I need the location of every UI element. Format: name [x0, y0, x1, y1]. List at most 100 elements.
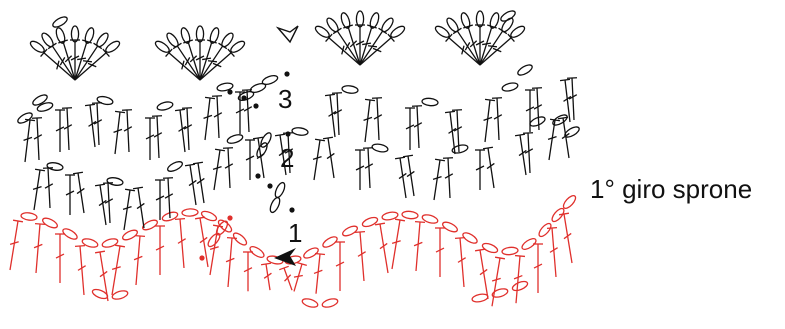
double-crochet-stitch: [174, 108, 187, 153]
chain-oval: [491, 288, 509, 298]
double-crochet-stitch: [58, 39, 76, 81]
double-crochet-stitch: [32, 168, 46, 211]
end-marker: [275, 25, 299, 44]
double-crochet-stitch: [40, 48, 76, 81]
chain-oval: [96, 32, 109, 48]
chain-oval: [564, 126, 580, 138]
double-crochet-stitch: [432, 158, 446, 201]
chain-oval: [274, 181, 286, 199]
slip-stitch-dot: [289, 207, 295, 213]
double-crochet-stitch: [313, 252, 326, 294]
chain-oval: [209, 27, 220, 44]
double-crochet-stitch: [61, 107, 73, 151]
chain-oval: [381, 211, 399, 221]
chain-oval: [111, 290, 129, 300]
double-crochet-stitch: [94, 250, 109, 302]
double-crochet-stitch: [312, 138, 326, 181]
double-crochet-stitch: [174, 217, 186, 269]
double-crochet-stitch: [84, 103, 97, 148]
double-crochet-stitch: [363, 98, 376, 143]
chain-oval: [101, 238, 119, 248]
chain-oval: [161, 211, 179, 222]
double-crochet-stitch: [359, 24, 377, 66]
chain-oval: [401, 210, 419, 220]
double-crochet-stitch: [162, 177, 174, 219]
double-crochet-stitch: [558, 212, 573, 264]
chain-oval: [167, 161, 183, 172]
double-crochet-stitch: [145, 117, 155, 160]
double-crochet-stitch: [355, 149, 365, 190]
chain-oval: [29, 40, 45, 53]
chain-oval: [529, 116, 546, 127]
double-crochet-stitch: [31, 117, 43, 161]
slip-stitch-dot: [284, 71, 290, 77]
chain-oval: [321, 298, 339, 308]
double-crochet-stitch: [324, 93, 337, 138]
chain-oval: [237, 90, 255, 102]
double-crochet-stitch: [47, 42, 76, 81]
double-crochet-stitch: [332, 27, 361, 66]
chain-oval: [91, 288, 109, 300]
double-crochet-stitch: [222, 147, 234, 189]
double-crochet-stitch: [183, 39, 201, 81]
double-crochet-stitch: [394, 156, 407, 199]
chain-oval: [142, 219, 158, 231]
double-crochet-stitch: [374, 222, 389, 274]
chain-oval: [106, 177, 124, 186]
double-crochet-stitch: [225, 236, 238, 288]
chain-oval: [369, 12, 380, 29]
chain-oval: [156, 101, 174, 111]
chain-oval: [261, 74, 279, 86]
chain-oval: [154, 40, 170, 53]
double-crochet-stitch: [566, 77, 578, 121]
double-crochet-stitch: [491, 256, 506, 307]
chain-oval: [326, 17, 339, 33]
chain-oval: [538, 222, 552, 238]
row-number-3: 3: [278, 84, 293, 114]
double-crochet-stitch: [132, 186, 145, 229]
double-crochet-stitch: [522, 132, 534, 174]
slip-stitch-dot: [241, 95, 247, 101]
double-crochet-stitch: [155, 179, 165, 220]
chain-oval: [390, 25, 406, 38]
chain-oval: [266, 255, 284, 265]
chain-oval: [105, 40, 121, 53]
row-number-1: 1: [288, 218, 303, 248]
double-crochet-stitch: [199, 42, 228, 81]
chain-oval: [371, 143, 389, 153]
double-crochet-stitch: [199, 39, 217, 81]
chain-oval: [55, 27, 66, 44]
chain-oval: [207, 232, 221, 248]
chain-oval: [260, 132, 272, 148]
double-crochet-stitch: [451, 109, 463, 153]
chain-oval: [256, 142, 268, 158]
chain-oval: [221, 32, 234, 48]
double-crochet-stitch: [23, 118, 36, 163]
double-crochet-stitch: [151, 115, 163, 159]
double-crochet-stitch: [322, 136, 335, 179]
double-crochet-stitch: [531, 87, 543, 131]
double-crochet-stitch: [359, 27, 388, 66]
slip-stitch-dot: [227, 89, 233, 95]
chain-oval: [42, 217, 58, 229]
double-crochet-stitch: [475, 24, 485, 65]
chain-oval: [249, 245, 265, 259]
double-crochet-stitch: [371, 97, 383, 141]
double-crochet-stitch: [475, 149, 485, 190]
chain-oval: [501, 82, 519, 92]
double-crochet-stitch: [546, 226, 558, 278]
double-crochet-stitch: [212, 148, 226, 191]
chain-oval: [226, 134, 244, 144]
row-number-2: 2: [280, 143, 295, 173]
double-crochet-stitch: [111, 244, 126, 296]
double-crochet-stitch: [55, 233, 65, 283]
chain-oval: [521, 237, 537, 251]
chain-oval: [341, 85, 359, 94]
double-crochet-stitch: [559, 78, 572, 123]
slip-stitch-dot: [253, 103, 259, 109]
double-crochet-stitch: [513, 254, 526, 304]
chain-oval: [489, 12, 500, 29]
chain-oval: [517, 64, 533, 76]
double-crochet-stitch: [452, 27, 481, 66]
